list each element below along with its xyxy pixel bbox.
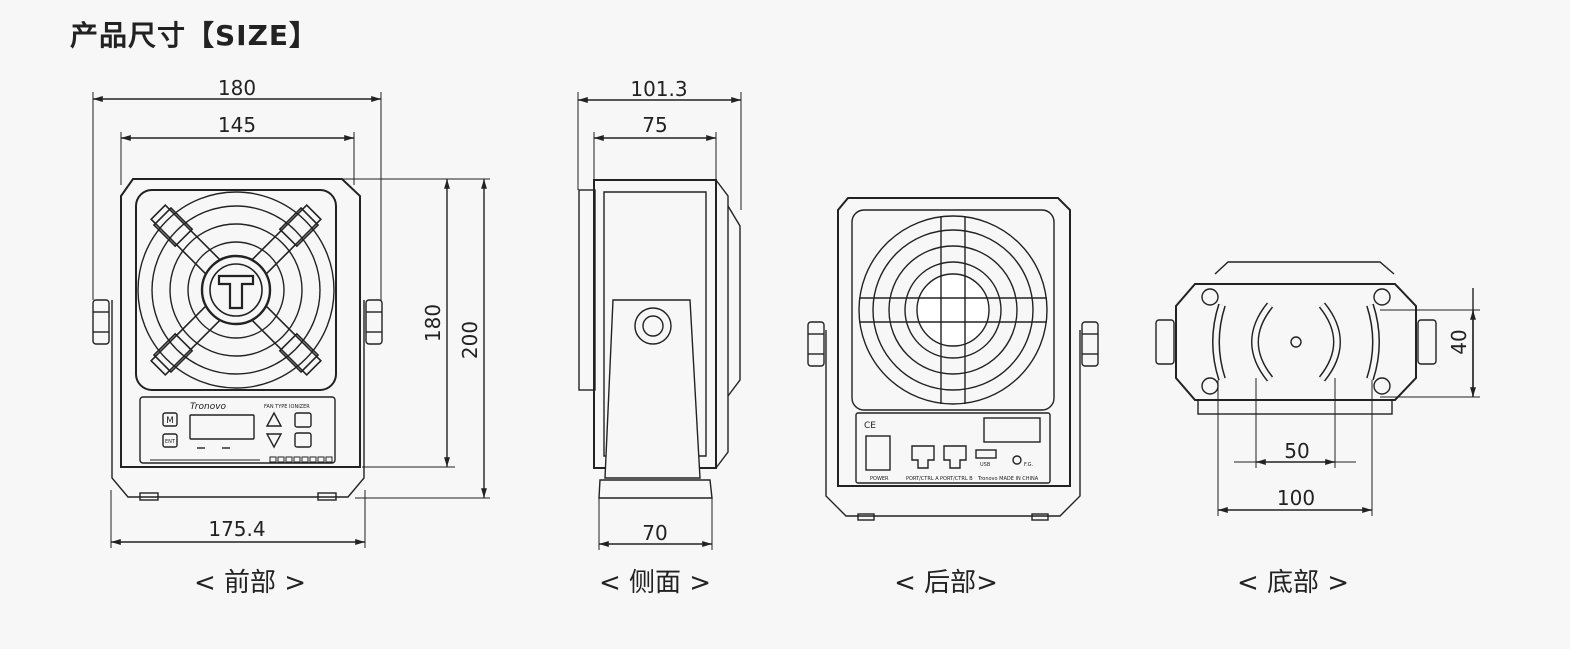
front-btn-m: M [166,416,174,426]
front-caption: < 前部 > [194,568,306,598]
back-view: CE POWER PORT/CTRL A PORT/CTRL B USB F.G… [807,197,1099,598]
side-caption: < 侧面 > [599,568,711,598]
dim-bottom-height: 40 [1447,329,1471,354]
front-btn-ent: ENT [165,439,176,445]
dim-front-face-height: 180 [421,304,445,342]
dim-front-face-width: 145 [218,113,256,137]
dim-side-base-depth: 70 [642,521,667,545]
dim-bottom-hole-spacing: 50 [1284,439,1309,463]
dim-front-overall-width: 180 [218,76,256,100]
front-brand: Tronovo [190,402,227,412]
back-port-b: PORT/CTRL B [940,476,973,482]
page-title: 产品尺寸【SIZE】 [70,19,319,52]
back-made: Tronovo MADE IN CHINA [977,476,1039,482]
bottom-caption: < 底部 > [1237,568,1349,598]
front-model: FAN TYPE IONIZER [264,404,310,410]
dim-bottom-outer-spacing: 100 [1277,486,1315,510]
dim-front-base-width: 175.4 [208,517,265,541]
front-view: 180 145 180 200 175.4 [92,76,490,598]
back-ce: CE [864,421,876,431]
dim-side-overall-depth: 101.3 [630,77,687,101]
back-power: POWER [870,476,889,482]
dim-side-body-depth: 75 [642,113,667,137]
back-fg: F.G. [1024,462,1034,468]
side-view: 101.3 75 70 < 侧面 > [577,77,742,598]
back-caption: < 后部> [894,568,998,598]
back-port-a: PORT/CTRL A [906,476,939,482]
bottom-view: 50 100 40 < 底部 > [1155,261,1480,598]
back-usb: USB [980,462,991,468]
dim-front-overall-height: 200 [458,321,482,359]
